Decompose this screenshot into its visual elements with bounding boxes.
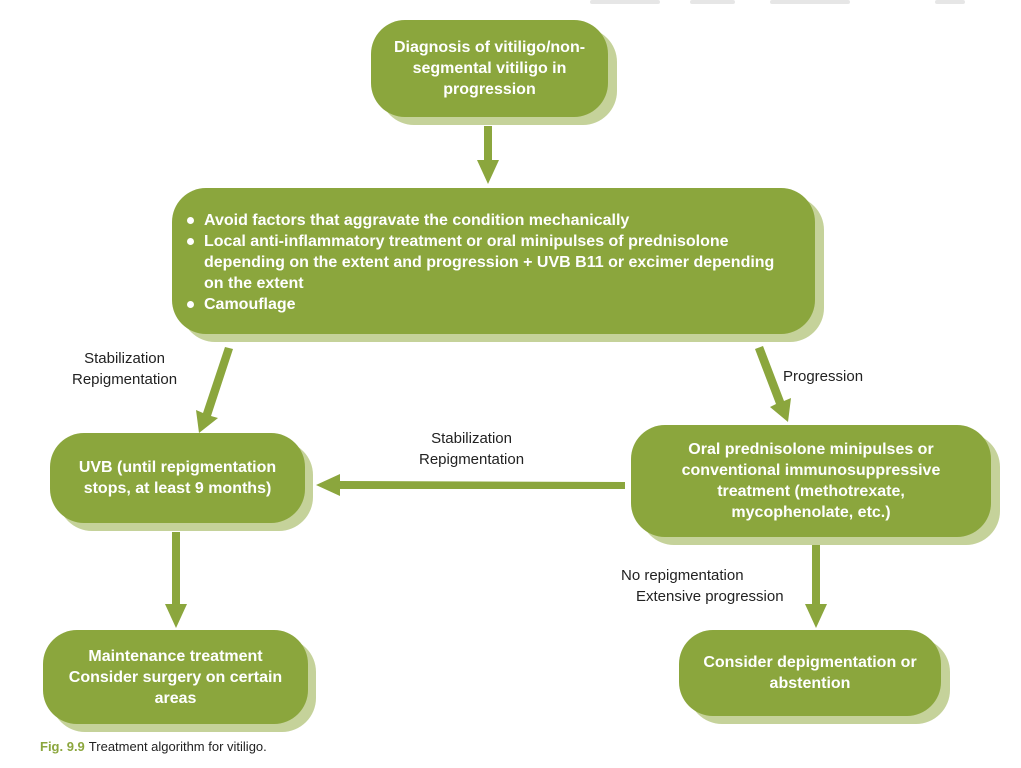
arrow-oral-to-depigmentation (805, 544, 827, 628)
middle-edge-label-line: Repigmentation (419, 451, 525, 468)
top-bar-fragment (770, 0, 850, 4)
initial-treatment-node: Avoid factors that aggravate the conditi… (172, 188, 815, 334)
arrow-treatment-to-oral (755, 346, 791, 422)
top-bar-fragment (690, 0, 735, 4)
treatment-item: Local anti-inflammatory treatment or ora… (184, 231, 797, 294)
maintenance-node: Maintenance treatment Consider surgery o… (43, 630, 308, 724)
depigmentation-text: Consider depigmentation or abstention (703, 654, 917, 692)
middle-edge-label: Stabilization Repigmentation (419, 428, 524, 470)
arrow-uvb-to-maintenance (165, 532, 187, 628)
no-repigmentation-line: Extensive progression (636, 588, 784, 605)
left-edge-label-line: Repigmentation (72, 371, 178, 388)
maintenance-line: Consider surgery on certain areas (68, 668, 283, 707)
figure-caption-text: Treatment algorithm for vitiligo. (88, 739, 267, 754)
treatment-list: Avoid factors that aggravate the conditi… (184, 210, 797, 315)
top-bar-fragment (935, 0, 965, 4)
uvb-text: UVB (until repigmentation stops, at leas… (78, 459, 277, 497)
oral-prednisolone-text: Oral prednisolone minipulses or conventi… (681, 441, 941, 521)
figure-number: Fig. 9.9 (40, 739, 85, 754)
progression-label: Progression (783, 368, 864, 385)
arrow-diagnosis-to-treatment (477, 126, 499, 184)
top-bar-fragment (590, 0, 660, 4)
diagnosis-node: Diagnosis of vitiligo/non-segmental viti… (371, 20, 608, 117)
diagnosis-text: Diagnosis of vitiligo/non-segmental viti… (393, 39, 586, 98)
left-edge-label-line: Stabilization (84, 350, 165, 367)
middle-edge-label-line: Stabilization (431, 430, 512, 447)
treatment-item: Camouflage (184, 294, 797, 315)
uvb-node: UVB (until repigmentation stops, at leas… (50, 433, 305, 523)
arrow-oral-to-uvb (316, 474, 625, 496)
no-repigmentation-line: No repigmentation (621, 567, 744, 584)
oral-prednisolone-node: Oral prednisolone minipulses or conventi… (631, 425, 991, 537)
left-edge-label: Stabilization Repigmentation (72, 348, 177, 390)
no-repigmentation-label: No repigmentation Extensive progression (621, 565, 784, 607)
depigmentation-node: Consider depigmentation or abstention (679, 630, 941, 716)
maintenance-line: Maintenance treatment (88, 647, 263, 665)
maintenance-text: Maintenance treatment Consider surgery o… (57, 646, 294, 709)
treatment-item: Avoid factors that aggravate the conditi… (184, 210, 797, 231)
arrow-treatment-to-uvb (196, 347, 233, 433)
